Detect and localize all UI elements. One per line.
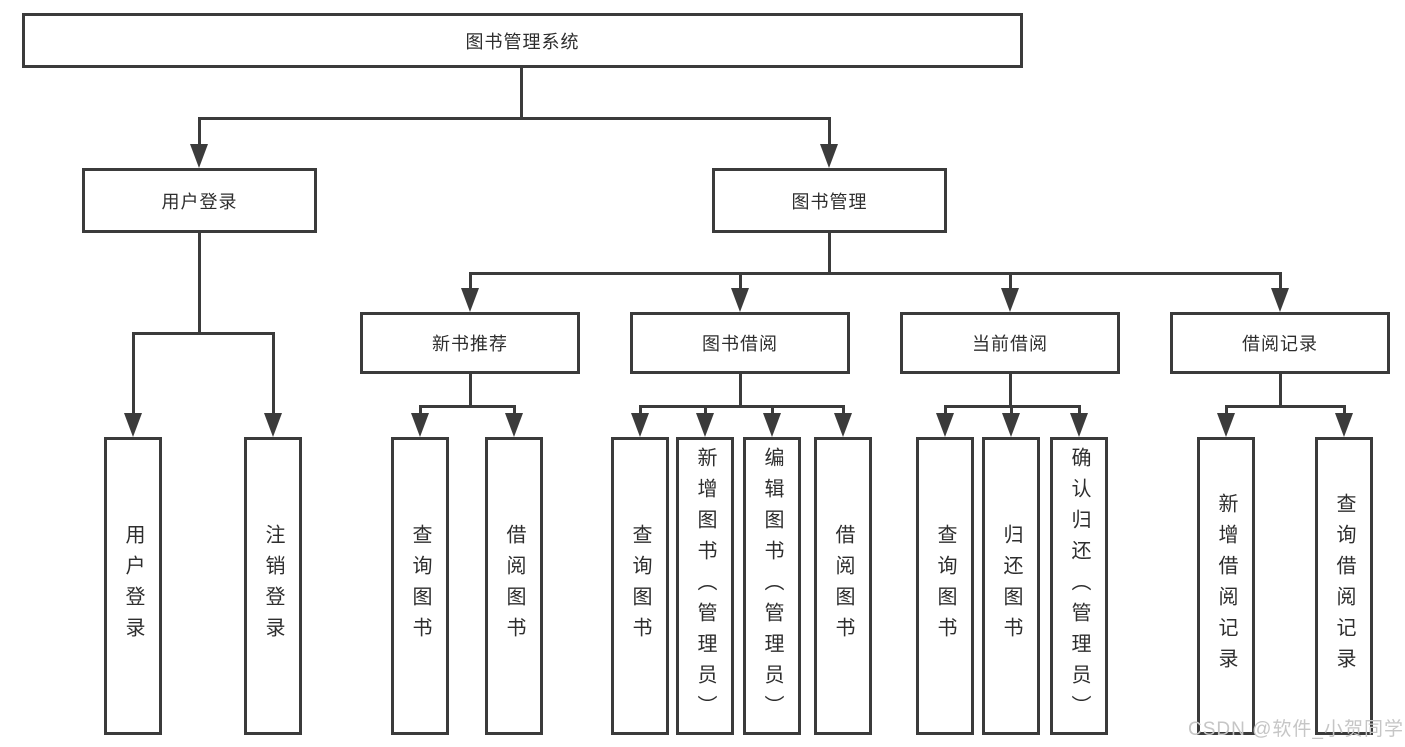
arrow-down-icon <box>124 413 142 437</box>
connector-line <box>739 372 742 408</box>
arrow-down-icon <box>190 144 208 168</box>
arrow-down-icon <box>1271 288 1289 312</box>
arrow-down-icon <box>1217 413 1235 437</box>
arrow-down-icon <box>936 413 954 437</box>
node-leaf-query-borrow-record: 查询借阅记录 <box>1315 437 1373 735</box>
leaf-label: 借阅图书 <box>832 524 854 648</box>
node-leaf-add-books-admin: 新增图书（管理员） <box>676 437 734 735</box>
connector-line <box>1225 405 1346 408</box>
node-leaf-return-books: 归还图书 <box>982 437 1040 735</box>
connector-line <box>520 68 523 120</box>
leaf-label: 查询借阅记录 <box>1333 493 1355 679</box>
node-leaf-query-books-borrow: 查询图书 <box>611 437 669 735</box>
node-leaf-user-login: 用户登录 <box>104 437 162 735</box>
arrow-down-icon <box>731 288 749 312</box>
connector-line <box>1279 272 1282 292</box>
connector-line <box>198 117 831 120</box>
connector-line <box>419 405 422 417</box>
leaf-label: 借阅图书 <box>503 524 525 648</box>
node-leaf-query-books-current: 查询图书 <box>916 437 974 735</box>
arrow-down-icon <box>1002 413 1020 437</box>
csdn-watermark: CSDN @软件_小贺同学 <box>1188 719 1404 740</box>
arrow-down-icon <box>820 144 838 168</box>
connector-line <box>704 405 707 417</box>
node-leaf-logout: 注销登录 <box>244 437 302 735</box>
connector-line <box>1279 372 1282 408</box>
leaf-label: 用户登录 <box>122 524 144 648</box>
connector-line <box>739 272 742 292</box>
connector-line <box>639 405 845 408</box>
connector-line <box>132 332 135 416</box>
leaf-label: 归还图书 <box>1000 524 1022 648</box>
connector-line <box>771 405 774 417</box>
node-current-borrowing: 当前借阅 <box>900 312 1120 374</box>
connector-line <box>469 272 472 292</box>
node-leaf-borrow-books-recommend: 借阅图书 <box>485 437 543 735</box>
connector-line <box>198 117 201 150</box>
arrow-down-icon <box>461 288 479 312</box>
arrow-down-icon <box>1335 413 1353 437</box>
arrow-down-icon <box>834 413 852 437</box>
node-borrowing-records: 借阅记录 <box>1170 312 1390 374</box>
node-user-login: 用户登录 <box>82 168 317 233</box>
node-root: 图书管理系统 <box>22 13 1023 68</box>
connector-line <box>132 332 275 335</box>
connector-line <box>198 233 201 335</box>
leaf-label: 确认归还（管理员） <box>1068 446 1090 726</box>
leaf-label: 编辑图书（管理员） <box>761 446 783 726</box>
node-leaf-add-borrow-record: 新增借阅记录 <box>1197 437 1255 735</box>
arrow-down-icon <box>264 413 282 437</box>
connector-line <box>469 272 1282 275</box>
connector-line <box>1078 405 1081 417</box>
arrow-down-icon <box>505 413 523 437</box>
node-leaf-confirm-return-admin: 确认归还（管理员） <box>1050 437 1108 735</box>
leaf-label: 查询图书 <box>409 524 431 648</box>
leaf-label: 查询图书 <box>629 524 651 648</box>
node-leaf-edit-books-admin: 编辑图书（管理员） <box>743 437 801 735</box>
leaf-label: 查询图书 <box>934 524 956 648</box>
connector-line <box>1009 372 1012 408</box>
node-leaf-borrow-books: 借阅图书 <box>814 437 872 735</box>
node-book-borrowing: 图书借阅 <box>630 312 850 374</box>
leaf-label: 新增图书（管理员） <box>694 446 716 726</box>
connector-line <box>469 372 472 408</box>
arrow-down-icon <box>1070 413 1088 437</box>
connector-line <box>1009 272 1012 292</box>
connector-line <box>419 405 516 408</box>
connector-line <box>639 405 642 417</box>
node-leaf-query-books-recommend: 查询图书 <box>391 437 449 735</box>
arrow-down-icon <box>1001 288 1019 312</box>
connector-line <box>842 405 845 417</box>
leaf-label: 注销登录 <box>262 524 284 648</box>
connector-line <box>828 233 831 275</box>
connector-line <box>272 332 275 416</box>
connector-line <box>1225 405 1228 417</box>
arrow-down-icon <box>631 413 649 437</box>
connector-line <box>944 405 947 417</box>
leaf-label: 新增借阅记录 <box>1215 493 1237 679</box>
arrow-down-icon <box>411 413 429 437</box>
connector-line <box>1343 405 1346 417</box>
arrow-down-icon <box>696 413 714 437</box>
connector-line <box>513 405 516 417</box>
arrow-down-icon <box>763 413 781 437</box>
node-book-management: 图书管理 <box>712 168 947 233</box>
connector-line <box>1010 405 1013 417</box>
connector-line <box>828 117 831 150</box>
node-new-book-recommend: 新书推荐 <box>360 312 580 374</box>
